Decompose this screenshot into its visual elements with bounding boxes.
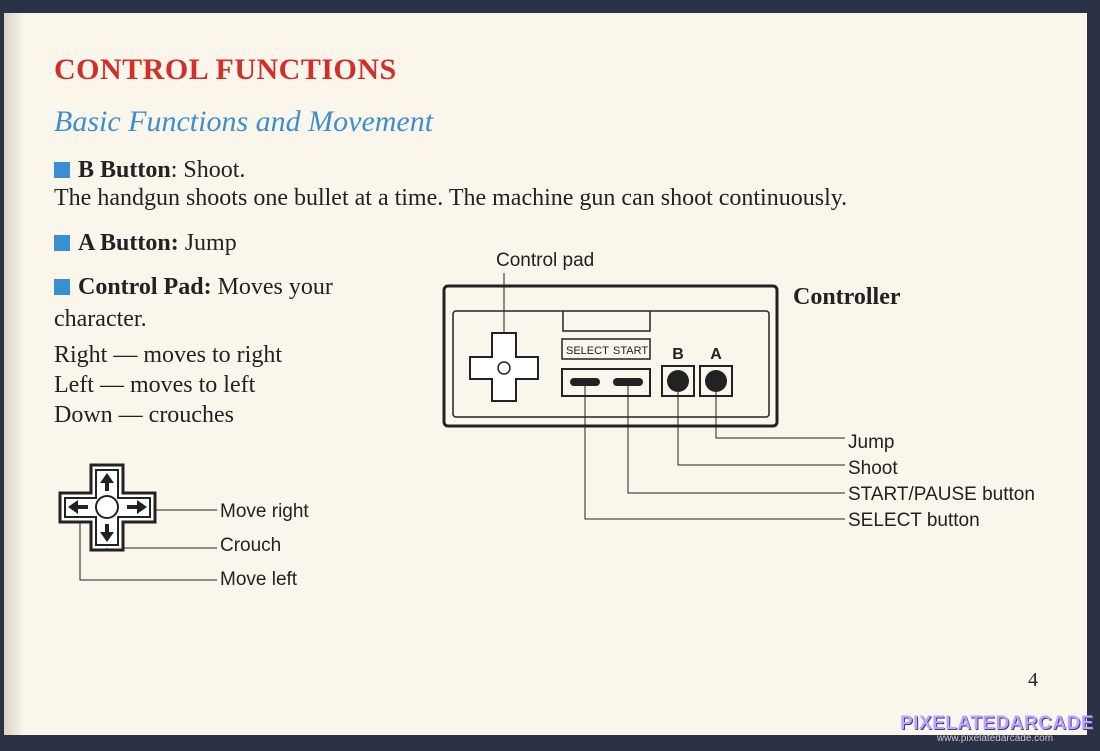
- square-bullet-icon: [54, 235, 70, 251]
- dpad-label-crouch: Crouch: [220, 535, 281, 556]
- watermark-brand: PIXELATEDARCADE: [900, 713, 1094, 734]
- arrow-left-icon: [68, 500, 88, 514]
- a-button-label: A Button:: [78, 230, 179, 256]
- page-title: CONTROL FUNCTIONS: [54, 53, 397, 86]
- section-subtitle: Basic Functions and Movement: [54, 105, 434, 138]
- select-button[interactable]: [570, 378, 600, 386]
- select-start-label-box: [561, 338, 651, 360]
- control-pad-label: Control Pad:: [78, 274, 212, 300]
- leader-crouch: [106, 547, 217, 550]
- page-number: 4: [1028, 669, 1038, 691]
- square-bullet-icon: [54, 279, 70, 295]
- select-label: SELECT: [566, 345, 609, 357]
- a-label: A: [710, 346, 722, 363]
- movement-down: Down — crouches: [54, 402, 234, 428]
- controller-diagram: [442, 273, 845, 520]
- movement-left: Left — moves to left: [54, 372, 256, 398]
- controller-outer-body: [442, 284, 779, 428]
- b-button-label: B Button: [78, 157, 171, 183]
- callout-select: SELECT button: [848, 510, 980, 531]
- dpad-label-move-left: Move left: [220, 569, 298, 590]
- leader-jump: [715, 392, 845, 439]
- b-button[interactable]: [667, 370, 689, 392]
- callout-shoot: Shoot: [848, 458, 898, 479]
- a-button-value: Jump: [178, 230, 237, 256]
- start-button[interactable]: [613, 378, 643, 386]
- controller-dpad-outline: [469, 332, 539, 402]
- watermark-url: www.pixelatedarcade.com: [936, 733, 1054, 744]
- page-spine-shadow: [4, 13, 24, 735]
- control-pad-value: Moves your: [211, 274, 333, 300]
- b-label: B: [672, 346, 684, 363]
- control-pad-value-cont: character.: [54, 306, 147, 332]
- control-pad-callout: Control pad: [496, 250, 594, 271]
- callout-jump: Jump: [848, 432, 894, 453]
- controller-dpad-center-icon: [497, 361, 511, 375]
- a-button[interactable]: [705, 370, 727, 392]
- dpad-center-icon: [95, 495, 119, 519]
- callout-start: START/PAUSE button: [848, 484, 1035, 505]
- b-button-description: The handgun shoots one bullet at a time.…: [54, 185, 848, 211]
- dpad-diagram: [58, 463, 217, 581]
- controller-caption: Controller: [793, 284, 901, 310]
- a-button-line: A Button: Jump: [54, 228, 237, 258]
- control-pad-line: Control Pad: Moves your: [54, 272, 333, 302]
- dpad-inner-outline: [64, 469, 151, 546]
- leader-select: [584, 386, 845, 520]
- controller-inner-panel: [452, 310, 770, 418]
- controller-top-notch: [562, 311, 651, 332]
- arrow-down-icon: [100, 524, 114, 542]
- watermark: PIXELATEDARCADE www.pixelatedarcade.com: [900, 713, 1094, 744]
- b-button-value: Shoot.: [177, 157, 246, 183]
- b-button-colon: :: [170, 157, 178, 183]
- leader-start: [627, 386, 845, 494]
- movement-right: Right — moves to right: [54, 342, 282, 368]
- arrow-right-icon: [127, 500, 147, 514]
- select-start-button-housing: [561, 368, 651, 397]
- start-label: START: [613, 345, 648, 357]
- b-button-line: B Button: Shoot.: [54, 155, 245, 185]
- manual-page: CONTROL FUNCTIONS Basic Functions and Mo…: [4, 13, 1087, 735]
- dpad-label-move-right: Move right: [220, 501, 309, 522]
- diagram-layer: Move right Crouch Move left SELECT: [58, 250, 1035, 590]
- arrow-up-icon: [100, 473, 114, 491]
- square-bullet-icon: [54, 162, 70, 178]
- leader-move-left: [79, 522, 217, 581]
- leader-shoot: [677, 392, 845, 466]
